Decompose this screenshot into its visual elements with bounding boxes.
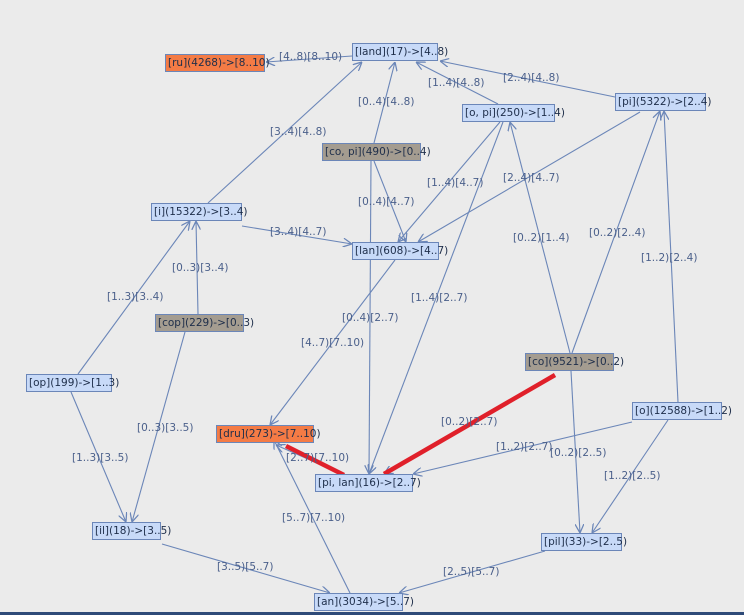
edge-copi-to-land[interactable] [373, 62, 395, 144]
edge-label-cop-to-i: [0..3)[3..4) [172, 262, 229, 274]
edge-label-op-to-il: [1..3)[3..5) [72, 452, 129, 464]
edge-cop-to-il[interactable] [132, 331, 186, 522]
edge-op-to-i[interactable] [77, 221, 190, 375]
edge-label-copi-to-land: [0..4)[4..8) [358, 96, 415, 108]
edge-label-cop-to-il: [0..3)[3..5) [137, 422, 194, 434]
edge-label-land-to-ru: [4..8)[8..10) [279, 51, 343, 63]
edge-i-to-land[interactable] [207, 62, 362, 204]
edge-opi-to-land[interactable] [416, 62, 499, 105]
bottom-border [0, 612, 744, 615]
node-pilan[interactable]: [pi, lan](16)->[2..7) [315, 474, 421, 492]
edge-label-pi-to-lan: [2..4)[4..7) [503, 172, 560, 184]
node-i[interactable]: [i](15322)->[3..4) [151, 203, 248, 221]
highlighted-edge-pilan-to-dru[interactable] [284, 443, 346, 478]
edge-label-il-to-an: [3..5)[5..7) [217, 561, 274, 573]
edge-o-to-pil[interactable] [592, 419, 669, 533]
edge-label-co-to-pi: [0..2)[2..4) [589, 227, 646, 239]
node-pil[interactable]: [pil](33)->[2..5) [541, 533, 627, 551]
edges-layer [70, 55, 679, 594]
node-opi[interactable]: [o, pi](250)->[1..4) [462, 104, 565, 122]
node-an[interactable]: [an](3034)->[5..7) [314, 593, 414, 611]
edge-pi-to-lan[interactable] [418, 111, 641, 242]
edge-i-to-lan[interactable] [241, 225, 352, 244]
node-cop[interactable]: [cop](229)->[0..3) [155, 314, 254, 332]
edge-label-opi-to-lan: [1..4)[4..7) [427, 177, 484, 189]
edge-opi-to-pilan[interactable] [369, 121, 504, 474]
edge-label-opi-to-land: [1..4)[4..8) [428, 77, 485, 89]
edge-label-an-to-dru: [5..7)[7..10) [282, 512, 346, 524]
edge-label-o-to-pilan: [1..2)[2..7) [496, 441, 553, 453]
highlighted-edge-co-to-pilan[interactable] [382, 373, 557, 476]
node-land[interactable]: [land](17)->[4..8) [352, 43, 448, 61]
edge-label-o-to-pil: [1..2)[2..5) [604, 470, 661, 482]
edge-il-to-an[interactable] [161, 543, 330, 593]
edge-label-co-to-pilan: [0..2)[2..7) [441, 416, 498, 428]
edge-opi-to-lan[interactable] [398, 121, 501, 242]
edge-co-to-pi[interactable] [571, 111, 660, 354]
edge-label-pi-to-land: [2..4)[4..8) [503, 72, 560, 84]
edge-label-op-to-i: [1..3)[3..4) [107, 291, 164, 303]
node-pi[interactable]: [pi](5322)->[2..4) [615, 93, 712, 111]
edge-pi-to-land[interactable] [440, 61, 616, 98]
edge-op-to-il[interactable] [70, 391, 126, 522]
edge-label-copi-to-pilan: [0..4)[2..7) [342, 312, 399, 324]
edge-label-pilan-to-dru: [2..7)[7..10) [286, 452, 350, 464]
edge-o-to-pilan[interactable] [413, 421, 633, 474]
edge-label-co-to-opi: [0..2)[1..4) [513, 232, 570, 244]
edge-an-to-dru[interactable] [274, 440, 351, 594]
node-copi[interactable]: [co, pi](490)->[0..4) [322, 143, 431, 161]
edge-pil-to-an[interactable] [399, 550, 546, 593]
edge-o-to-pi[interactable] [664, 111, 679, 403]
edge-label-copi-to-lan: [0..4)[4..7) [358, 196, 415, 208]
edge-label-o-to-pi: [1..2)[2..4) [641, 252, 698, 264]
edge-copi-to-pilan[interactable] [369, 160, 371, 474]
node-dru[interactable]: [dru](273)->[7..10) [216, 425, 321, 443]
edge-cop-to-i[interactable] [196, 221, 198, 315]
edge-copi-to-lan[interactable] [373, 160, 406, 242]
edge-label-i-to-land: [3..4)[4..8) [270, 126, 327, 138]
edge-lan-to-dru[interactable] [270, 259, 396, 425]
edge-co-to-pil[interactable] [570, 370, 580, 533]
node-o[interactable]: [o](12588)->[1..2) [632, 402, 732, 420]
node-co[interactable]: [co](9521)->[0..2) [525, 353, 624, 371]
node-lan[interactable]: [lan](608)->[4..7) [352, 242, 448, 260]
edge-land-to-ru[interactable] [266, 55, 353, 62]
edge-label-lan-to-dru: [4..7)[7..10) [301, 337, 365, 349]
node-il[interactable]: [il](18)->[3..5) [92, 522, 171, 540]
edge-label-co-to-pil: [0..2)[2..5) [550, 447, 607, 459]
node-ru[interactable]: [ru](4268)->[8..10) [165, 54, 270, 72]
edge-label-i-to-lan: [3..4)[4..7) [270, 226, 327, 238]
edge-label-pil-to-an: [2..5)[5..7) [443, 566, 500, 578]
edge-co-to-opi[interactable] [510, 122, 571, 354]
edge-label-opi-to-pilan: [1..4)[2..7) [411, 292, 468, 304]
node-op[interactable]: [op](199)->[1..3) [26, 374, 119, 392]
